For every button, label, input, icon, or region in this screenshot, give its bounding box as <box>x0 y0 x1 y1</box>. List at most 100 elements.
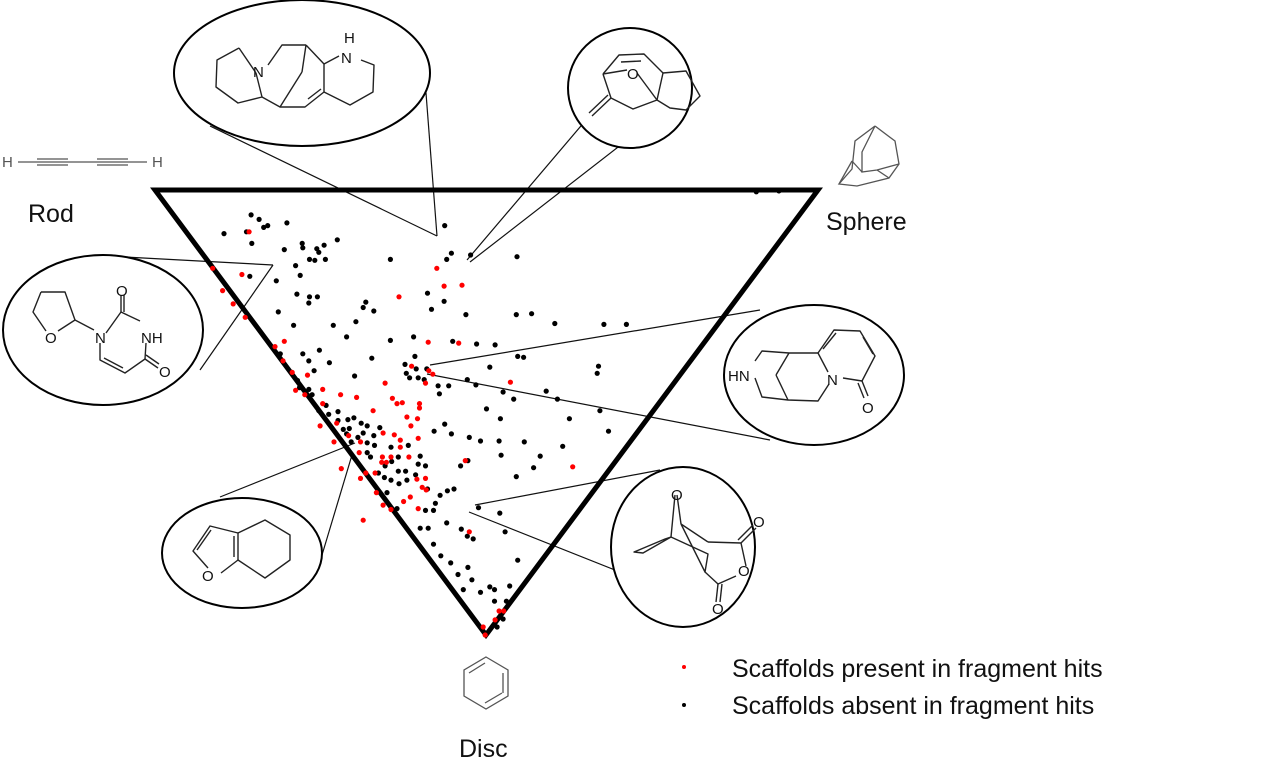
point-absent <box>513 312 519 318</box>
point-absent <box>384 490 390 496</box>
point-absent <box>413 366 419 372</box>
point-absent <box>435 383 441 389</box>
point-absent <box>388 444 394 450</box>
point-absent <box>487 364 493 370</box>
point-absent <box>335 409 341 415</box>
atom-label: O <box>738 563 750 580</box>
point-present <box>220 288 226 294</box>
point-present <box>480 624 486 630</box>
point-present <box>293 387 299 393</box>
point-present <box>399 400 405 406</box>
point-absent <box>430 507 437 513</box>
point-absent <box>521 354 527 360</box>
point-absent <box>465 564 471 571</box>
point-absent <box>474 341 480 347</box>
point-absent <box>306 294 313 300</box>
point-absent <box>458 526 464 532</box>
point-present <box>416 405 423 411</box>
point-absent <box>371 442 378 448</box>
point-absent <box>316 408 322 414</box>
point-present <box>370 408 376 414</box>
point-absent <box>503 598 509 604</box>
point-present <box>382 380 388 386</box>
point-absent <box>351 415 357 421</box>
point-present <box>496 608 502 614</box>
point-absent <box>334 237 340 243</box>
point-absent <box>463 312 469 318</box>
point-absent <box>469 577 475 583</box>
point-absent <box>364 440 370 446</box>
point-present <box>462 458 468 464</box>
point-absent <box>249 240 255 246</box>
point-absent <box>326 411 332 417</box>
point-absent <box>371 308 377 314</box>
point-absent <box>477 589 484 595</box>
point-absent <box>221 231 227 237</box>
point-absent <box>417 525 423 531</box>
point-present <box>397 444 403 450</box>
point-absent <box>491 587 498 593</box>
point-absent <box>404 477 410 483</box>
point-absent <box>428 306 435 312</box>
point-absent <box>314 294 320 300</box>
legend-marker-present <box>682 665 686 669</box>
point-absent <box>402 361 408 367</box>
atom-label: O <box>671 487 683 504</box>
point-present <box>289 369 295 375</box>
point-absent <box>425 525 431 531</box>
point-present <box>430 371 436 377</box>
point-present <box>210 265 216 271</box>
point-absent <box>296 385 303 391</box>
point-present <box>346 433 352 439</box>
leader-line <box>209 125 438 237</box>
point-present <box>422 475 429 481</box>
atom-label: H <box>344 30 355 47</box>
point-present <box>363 470 369 476</box>
point-absent <box>344 334 350 340</box>
point-absent <box>256 216 262 222</box>
point-present <box>407 494 413 500</box>
point-absent <box>496 438 502 444</box>
point-absent <box>273 278 279 284</box>
point-absent <box>306 358 312 364</box>
point-present <box>331 439 337 445</box>
callout-leaders <box>124 79 771 581</box>
point-absent <box>265 223 271 229</box>
point-absent <box>352 373 358 379</box>
point-absent <box>473 382 479 388</box>
point-present <box>416 401 423 407</box>
point-absent <box>358 420 364 426</box>
point-absent <box>487 584 493 590</box>
point-absent <box>415 461 421 467</box>
point-present <box>356 450 362 456</box>
point-absent <box>377 425 383 431</box>
point-absent <box>753 189 759 195</box>
point-absent <box>531 465 537 471</box>
point-absent <box>355 434 361 440</box>
point-absent <box>442 223 448 229</box>
point-absent <box>475 505 482 511</box>
legend: Scaffolds present in fragment hits Scaff… <box>682 655 1103 720</box>
callout-oxanorbornane-anhydride: O O O O <box>610 466 765 628</box>
point-present <box>425 339 431 345</box>
point-absent <box>537 453 543 459</box>
leader-line <box>321 454 353 556</box>
point-present <box>492 617 498 623</box>
point-absent <box>497 416 503 422</box>
point-absent <box>444 520 450 526</box>
point-absent <box>395 468 401 474</box>
point-absent <box>306 386 312 392</box>
atom-label: N <box>341 50 352 67</box>
point-absent <box>360 430 366 436</box>
point-absent <box>403 370 409 376</box>
point-absent <box>597 408 603 414</box>
point-absent <box>448 560 454 566</box>
point-absent <box>502 529 508 535</box>
callout-cytisine: HN N O <box>723 304 905 446</box>
point-present <box>507 379 513 385</box>
point-present <box>570 464 576 470</box>
point-absent <box>348 439 354 445</box>
point-absent <box>353 319 359 325</box>
point-present <box>408 423 414 429</box>
